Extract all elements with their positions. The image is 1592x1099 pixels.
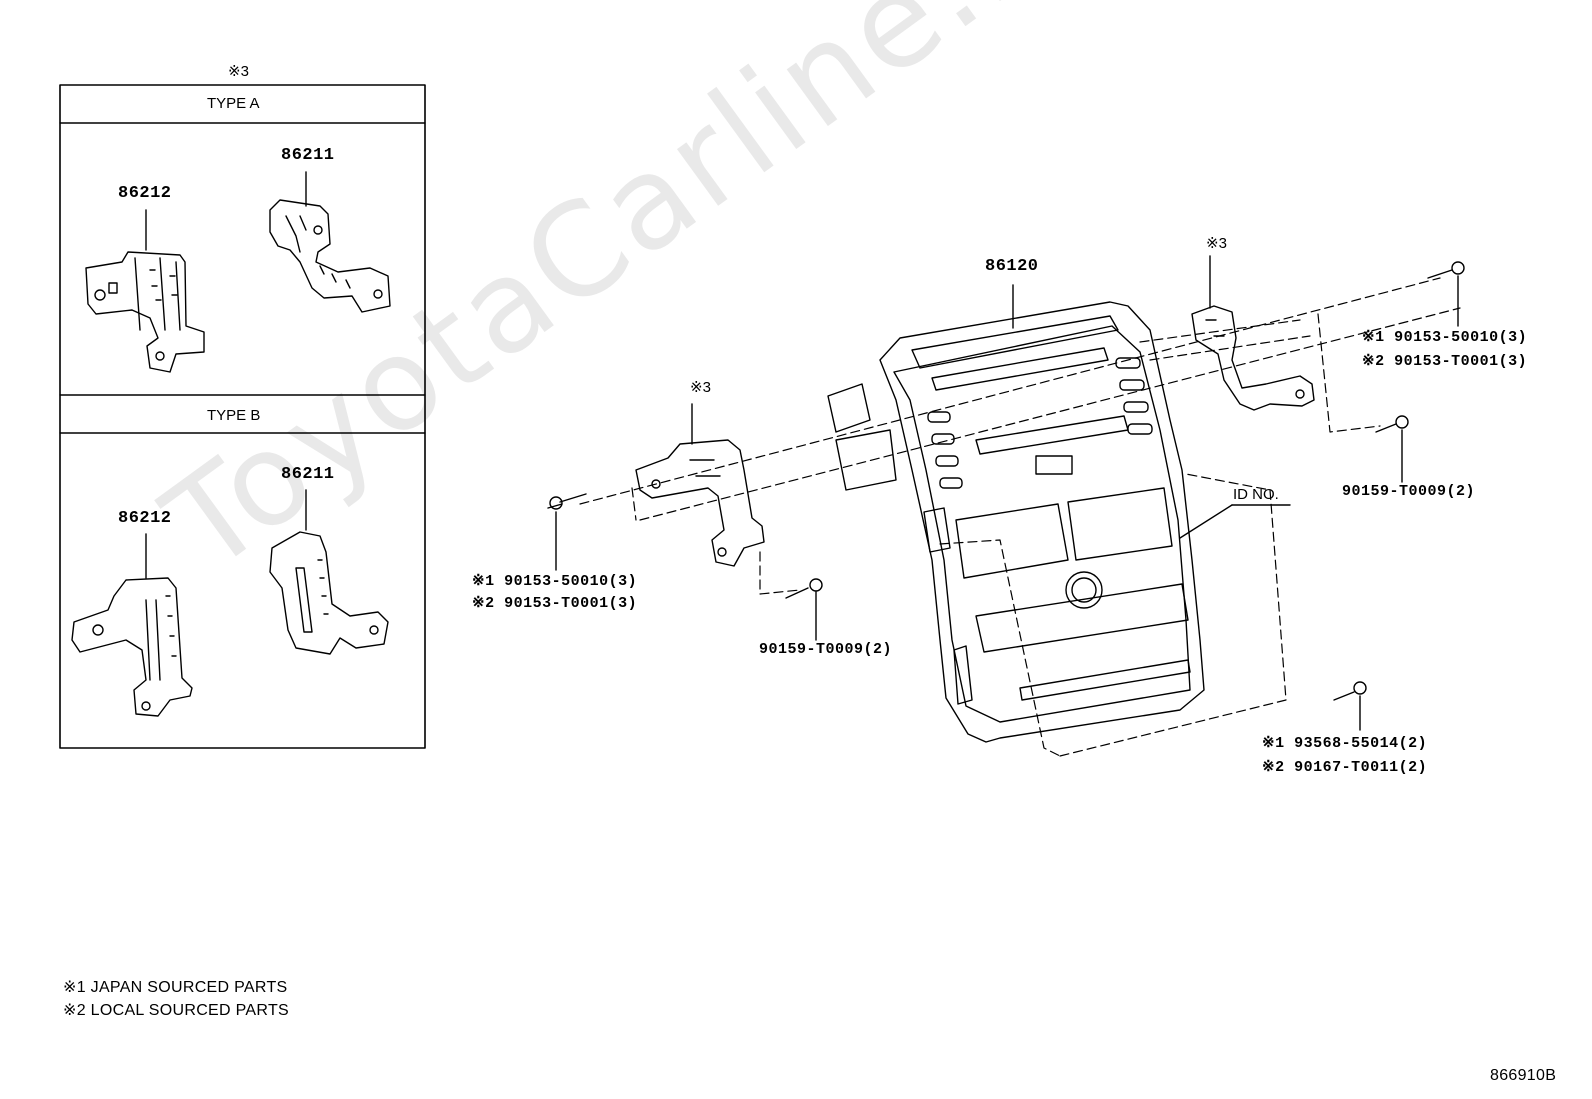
- bracket-86211-type-a-drawing: [269, 171, 391, 313]
- projection-lines: [579, 277, 1461, 757]
- center-panel-86120-drawing: [827, 284, 1205, 743]
- bottom-screw-line2: ※2 90167-T0011(2): [1262, 759, 1428, 776]
- type-a-part-86211: 86211: [281, 146, 335, 165]
- bracket-86212-type-a-drawing: [85, 209, 205, 373]
- right-bolt-line1: ※1 90153-50010(3): [1362, 329, 1528, 346]
- inset-box: [59, 84, 426, 749]
- bracket-86211-type-b-drawing: [269, 489, 389, 655]
- type-a-part-86212: 86212: [118, 184, 172, 203]
- right-bracket-drawing: [1191, 255, 1315, 411]
- type-a-title: TYPE A: [207, 95, 260, 112]
- bottom-screw-line1: ※1 93568-55014(2): [1262, 735, 1428, 752]
- screw-bottom-drawing: [1333, 681, 1367, 731]
- bolt-right-drawing: [1427, 261, 1465, 327]
- id-no-label: ID NO.: [1233, 486, 1279, 503]
- screw-left-drawing: [785, 578, 823, 641]
- type-b-part-86211: 86211: [281, 465, 335, 484]
- bolt-left-drawing: [547, 493, 587, 571]
- panel-part-86120: 86120: [985, 257, 1039, 276]
- type-b-title: TYPE B: [207, 407, 261, 424]
- legend-note-1: ※1 JAPAN SOURCED PARTS: [63, 979, 288, 996]
- left-bolt-line2: ※2 90153-T0001(3): [472, 595, 638, 612]
- diagram-id: 866910B: [1490, 1067, 1557, 1084]
- left-bolt-line1: ※1 90153-50010(3): [472, 573, 638, 590]
- type-b-part-86212: 86212: [118, 509, 172, 528]
- right-screw-label: 90159-T0009(2): [1342, 483, 1476, 500]
- left-bracket-drawing: [635, 403, 765, 567]
- left-screw-label: 90159-T0009(2): [759, 641, 893, 658]
- inset-marker: ※3: [228, 63, 249, 80]
- right-bolt-line2: ※2 90153-T0001(3): [1362, 353, 1528, 370]
- screw-right-drawing: [1375, 415, 1409, 483]
- right-bracket-marker: ※3: [1206, 235, 1227, 252]
- left-bracket-marker: ※3: [690, 379, 711, 396]
- bracket-86212-type-b-drawing: [71, 533, 193, 717]
- id-no-leader: [1179, 504, 1291, 539]
- legend-note-2: ※2 LOCAL SOURCED PARTS: [63, 1002, 289, 1019]
